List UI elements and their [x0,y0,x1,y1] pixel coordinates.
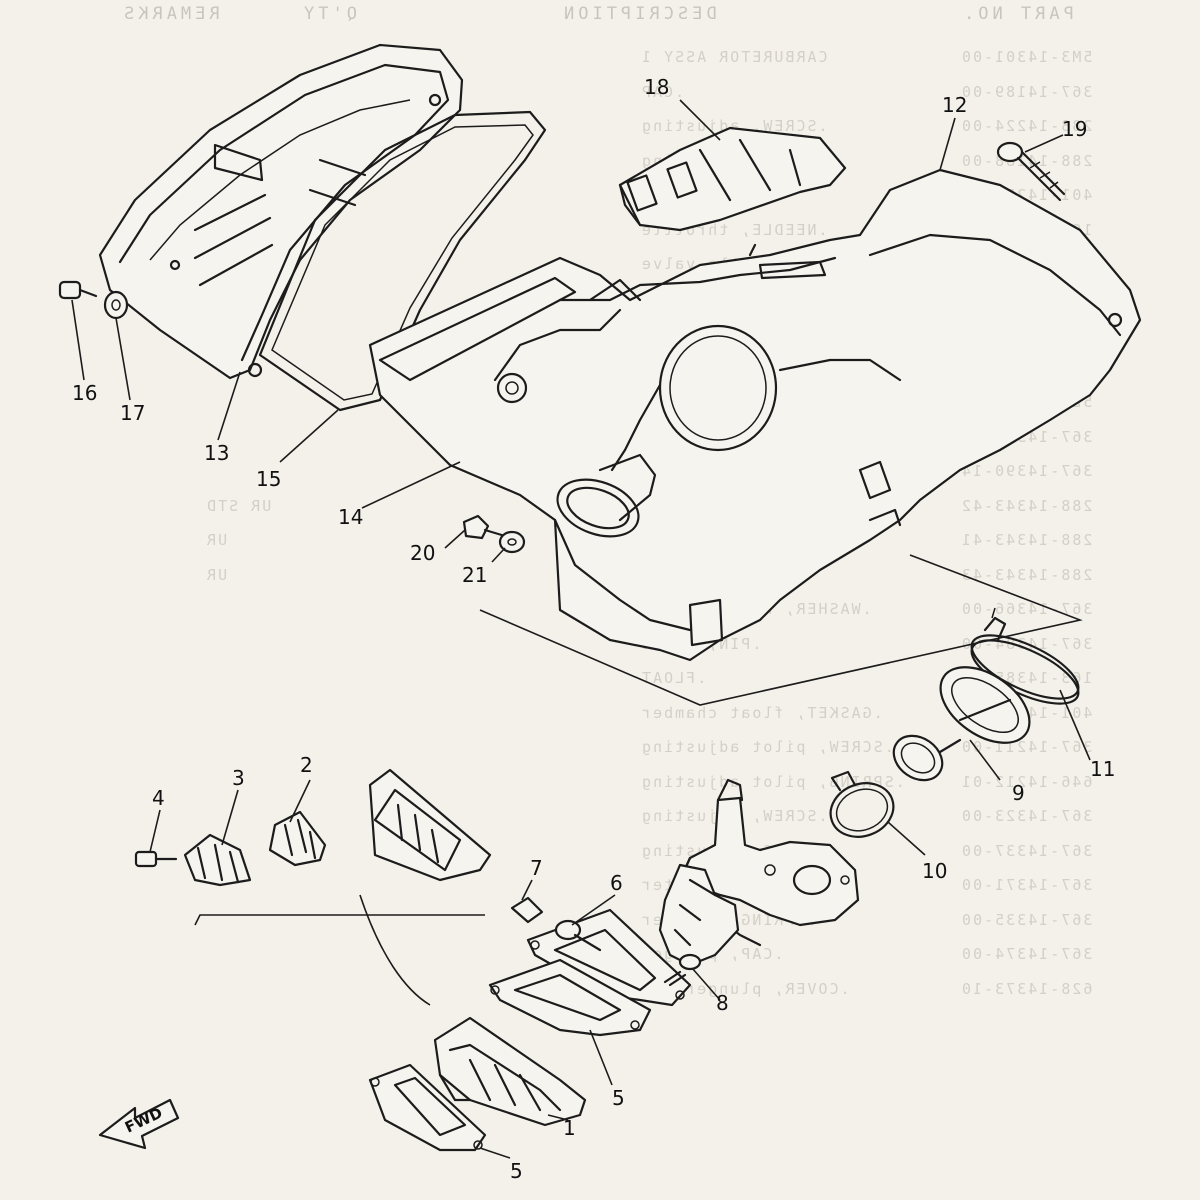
callout-2: 2 [300,753,313,777]
gasket-plate-middle [488,958,652,1037]
callout-7: 7 [530,856,543,880]
callout-6: 6 [610,871,623,895]
air-cleaner-cover [98,43,464,380]
leader-lines [71,99,1091,1159]
plunger-cap-7 [510,896,544,924]
fwd-arrow-icon: FWD [98,1098,180,1150]
screw-20 [462,514,507,540]
cover-seal-strip [258,110,547,412]
case-intake-boot [556,453,657,538]
hose-clamp-10 [829,770,895,838]
callout-13: 13 [204,441,229,465]
screw-8 [663,953,702,987]
breather-cap [618,126,847,232]
washer-17 [103,290,129,320]
carburetor-joint-9 [892,666,1031,782]
air-cleaner-case [368,168,1142,662]
callout-4: 4 [152,786,165,810]
callout-5-upper: 5 [612,1086,625,1110]
callout-1: 1 [563,1116,576,1140]
reed-to-valve-leader [359,894,431,1006]
callout-10: 10 [922,859,947,883]
reed-group-bracket [194,914,485,926]
callout-21: 21 [462,563,487,587]
reed-cage-assembly [368,768,492,882]
callout-18: 18 [644,75,669,99]
callout-8: 8 [716,991,729,1015]
reed-petals-2 [268,810,327,867]
washer-21 [498,530,526,554]
callout-14: 14 [338,505,363,529]
reed-stopper-3 [183,833,252,887]
callout-15: 15 [256,467,281,491]
screw-16 [58,280,98,300]
callout-12: 12 [942,93,967,117]
callout-19: 19 [1062,117,1087,141]
callout-5-lower: 5 [510,1159,523,1183]
callout-20: 20 [410,541,435,565]
assembly-bracket-line [479,554,1083,706]
spring-6-part [554,919,602,952]
callout-11: 11 [1090,757,1115,781]
reed-valve-1 [433,1016,587,1127]
callout-9: 9 [1012,781,1025,805]
callout-17: 17 [120,401,145,425]
callout-labels: 1 2 3 4 5 5 6 7 8 9 10 11 12 13 14 15 16… [72,75,1115,1183]
callout-3: 3 [232,766,245,790]
callout-16: 16 [72,381,97,405]
reed-spacer-6 [658,863,740,967]
bolt-19 [996,141,1066,202]
screw-4 [134,850,178,868]
gasket-plate-lower [368,1063,487,1152]
